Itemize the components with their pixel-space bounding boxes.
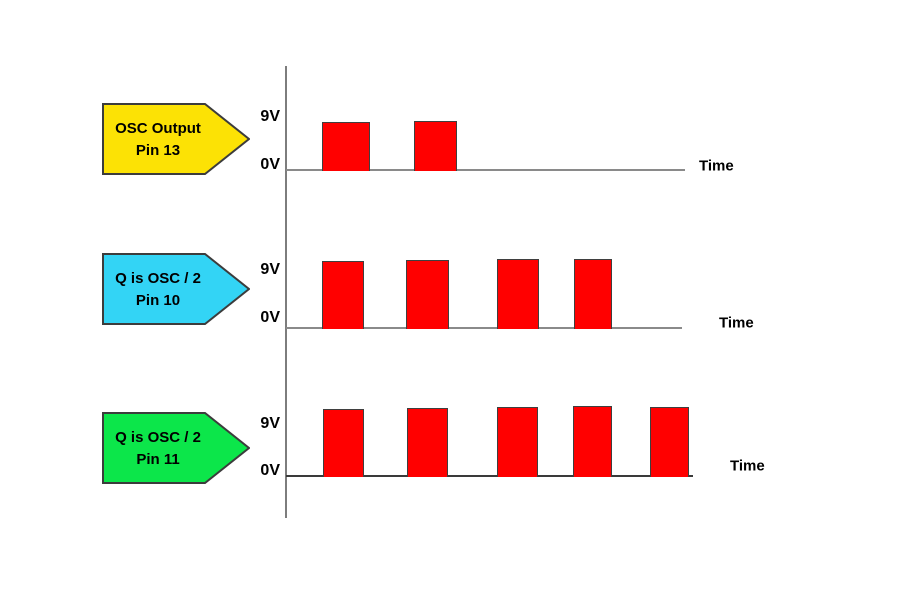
label-time: Time	[719, 314, 754, 332]
label-time: Time	[699, 157, 734, 175]
callout-arrow-shape	[102, 253, 250, 325]
callout-title: Q is OSC / 2	[115, 428, 201, 446]
pulse	[407, 408, 448, 477]
callout-arrow-shape	[102, 103, 250, 175]
label-9v: 9V	[260, 415, 280, 432]
pulse	[406, 260, 449, 329]
pulse	[322, 122, 370, 171]
callout-pin: Pin 10	[135, 291, 181, 309]
callout-arrow-shape	[102, 412, 250, 484]
callout-text: Q is OSC / 2 Pin 10	[102, 253, 214, 325]
callout-title: Q is OSC / 2	[115, 269, 201, 287]
pulse	[573, 406, 612, 477]
time-axis-line	[286, 327, 682, 329]
pulse	[650, 407, 689, 477]
time-axis-line	[286, 475, 693, 477]
label-9v: 9V	[260, 108, 280, 125]
callout-title: OSC Output	[115, 119, 201, 137]
callout-tag-pin11: Q is OSC / 2 Pin 11	[102, 412, 250, 484]
pulse	[497, 407, 538, 477]
pulse	[574, 259, 612, 329]
callout-pin: Pin 11	[136, 450, 180, 468]
pulse	[414, 121, 457, 171]
pulse	[497, 259, 539, 329]
label-time: Time	[730, 457, 765, 475]
pulse	[322, 261, 364, 329]
time-axis-line	[286, 169, 685, 171]
pulse	[323, 409, 364, 477]
label-0v: 0V	[260, 309, 280, 326]
callout-pin: Pin 13	[135, 141, 181, 159]
callout-tag-pin10: Q is OSC / 2 Pin 10	[102, 253, 250, 325]
callout-text: OSC Output Pin 13	[102, 103, 214, 175]
voltage-axis-line	[285, 66, 287, 518]
label-9v: 9V	[260, 261, 280, 278]
callout-text: Q is OSC / 2 Pin 11	[102, 412, 214, 484]
label-0v: 0V	[260, 156, 280, 173]
callout-tag-pin13: OSC Output Pin 13	[102, 103, 250, 175]
label-0v: 0V	[260, 462, 280, 479]
